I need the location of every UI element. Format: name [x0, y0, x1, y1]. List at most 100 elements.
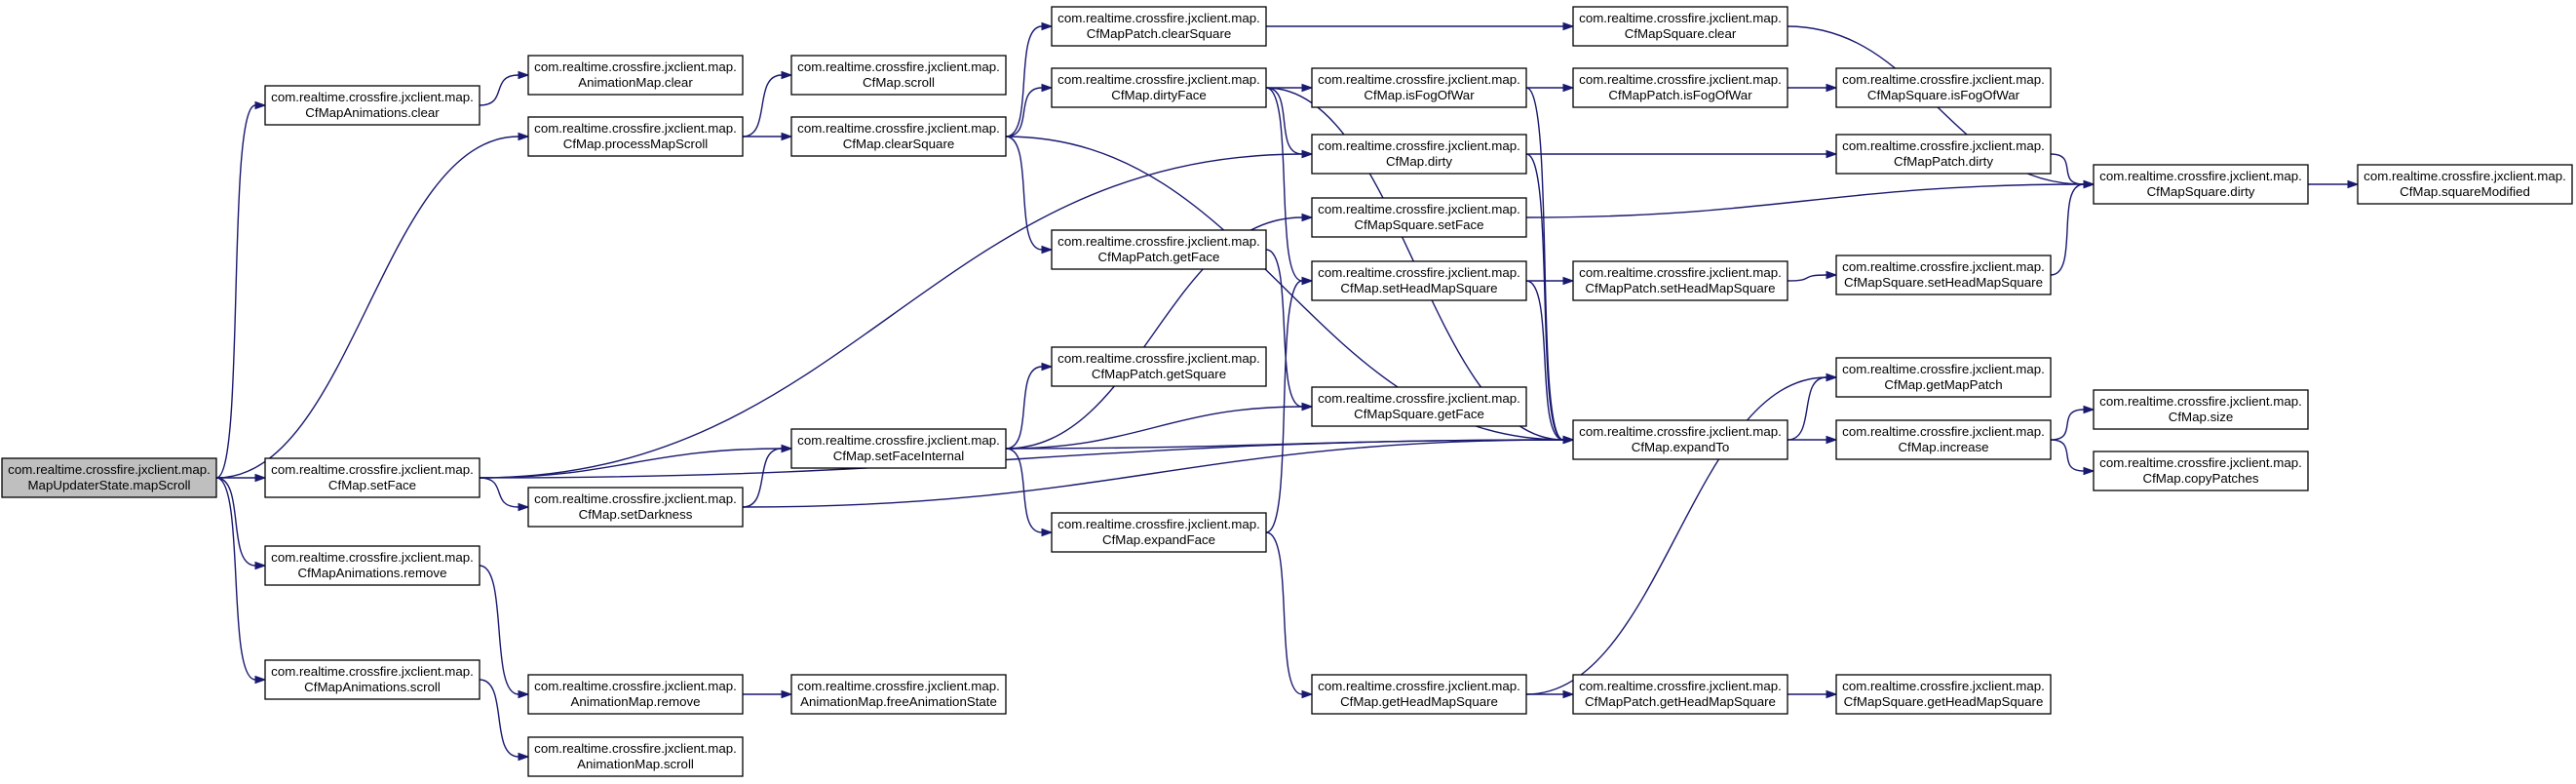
- node-increase[interactable]: com.realtime.crossfire.jxclient.map.CfMa…: [1835, 419, 2052, 460]
- edge-patch_isfog-to-sq_isfog: [1788, 83, 1838, 93]
- arrowhead-icon: [254, 561, 267, 570]
- node-patch_getsq[interactable]: com.realtime.crossfire.jxclient.map.CfMa…: [1051, 346, 1267, 387]
- node-patch_gethead[interactable]: com.realtime.crossfire.jxclient.map.CfMa…: [1572, 674, 1788, 715]
- node-box: [1311, 197, 1527, 238]
- node-clearsq[interactable]: com.realtime.crossfire.jxclient.map.CfMa…: [790, 116, 1007, 157]
- node-box: [527, 674, 744, 715]
- arrowhead-icon: [781, 444, 793, 453]
- node-anim_remove[interactable]: com.realtime.crossfire.jxclient.map.CfMa…: [264, 545, 481, 586]
- node-method-label: MapUpdaterState.mapScroll: [27, 478, 190, 492]
- edge-isfog-to-patch_isfog: [1526, 83, 1575, 93]
- node-animmap_remove[interactable]: com.realtime.crossfire.jxclient.map.Anim…: [527, 674, 744, 715]
- arrowhead-icon: [254, 100, 267, 110]
- node-patch_getface[interactable]: com.realtime.crossfire.jxclient.map.CfMa…: [1051, 229, 1267, 270]
- node-animmap_scroll[interactable]: com.realtime.crossfire.jxclient.map.Anim…: [527, 736, 744, 777]
- node-map_scroll[interactable]: com.realtime.crossfire.jxclient.map.CfMa…: [790, 55, 1007, 96]
- node-animmap_clear[interactable]: com.realtime.crossfire.jxclient.map.Anim…: [527, 55, 744, 96]
- arrowhead-icon: [1826, 689, 1838, 699]
- node-method-label: CfMapAnimations.clear: [305, 105, 440, 120]
- node-package-label: com.realtime.crossfire.jxclient.map.: [797, 679, 1000, 693]
- node-method-label: CfMap.dirty: [1386, 154, 1452, 169]
- node-expandto[interactable]: com.realtime.crossfire.jxclient.map.CfMa…: [1572, 419, 1788, 460]
- node-sq_getface[interactable]: com.realtime.crossfire.jxclient.map.CfMa…: [1311, 386, 1527, 427]
- node-process[interactable]: com.realtime.crossfire.jxclient.map.CfMa…: [527, 116, 744, 157]
- node-box: [790, 674, 1007, 715]
- node-box: [264, 545, 481, 586]
- node-gethead[interactable]: com.realtime.crossfire.jxclient.map.CfMa…: [1311, 674, 1527, 715]
- node-sq_sethead[interactable]: com.realtime.crossfire.jxclient.map.CfMa…: [1835, 255, 2052, 295]
- arrowhead-icon: [1301, 276, 1314, 286]
- node-getpatch[interactable]: com.realtime.crossfire.jxclient.map.CfMa…: [1835, 357, 2052, 398]
- node-package-label: com.realtime.crossfire.jxclient.map.: [534, 59, 737, 74]
- node-method-label: CfMapPatch.clearSquare: [1087, 26, 1232, 41]
- node-setdark[interactable]: com.realtime.crossfire.jxclient.map.CfMa…: [527, 487, 744, 528]
- node-package-label: com.realtime.crossfire.jxclient.map.: [1579, 265, 1782, 280]
- node-sethead[interactable]: com.realtime.crossfire.jxclient.map.CfMa…: [1311, 260, 1527, 301]
- arrowhead-icon: [1826, 435, 1838, 445]
- node-method-label: CfMapSquare.setFace: [1354, 217, 1483, 232]
- node-sq_isfog[interactable]: com.realtime.crossfire.jxclient.map.CfMa…: [1835, 67, 2052, 108]
- node-box: [790, 428, 1007, 469]
- node-sq_dirty[interactable]: com.realtime.crossfire.jxclient.map.CfMa…: [2093, 164, 2309, 205]
- arrowhead-icon: [781, 689, 793, 699]
- node-method-label: CfMap.dirtyFace: [1111, 88, 1207, 102]
- node-sq_gethead[interactable]: com.realtime.crossfire.jxclient.map.CfMa…: [1835, 674, 2052, 715]
- node-box: [790, 116, 1007, 157]
- node-method-label: CfMap.increase: [1898, 440, 1988, 454]
- node-sq_setface[interactable]: com.realtime.crossfire.jxclient.map.CfMa…: [1311, 197, 1527, 238]
- arrowhead-icon: [1301, 402, 1314, 412]
- node-isfog[interactable]: com.realtime.crossfire.jxclient.map.CfMa…: [1311, 67, 1527, 108]
- node-package-label: com.realtime.crossfire.jxclient.map.: [534, 491, 737, 506]
- node-box: [527, 116, 744, 157]
- node-box: [1311, 674, 1527, 715]
- node-box: [1051, 346, 1267, 387]
- edge-root-to-anim_remove: [215, 477, 267, 570]
- node-method-label: CfMap.getHeadMapSquare: [1340, 694, 1498, 709]
- node-package-label: com.realtime.crossfire.jxclient.map.: [1842, 72, 2045, 87]
- node-anim_scroll[interactable]: com.realtime.crossfire.jxclient.map.CfMa…: [264, 659, 481, 700]
- edge-root-to-process: [215, 132, 530, 479]
- edge-animmap_remove-to-freeanim: [743, 689, 793, 699]
- node-setface[interactable]: com.realtime.crossfire.jxclient.map.CfMa…: [264, 457, 481, 498]
- node-dirtyface[interactable]: com.realtime.crossfire.jxclient.map.CfMa…: [1051, 67, 1267, 108]
- node-patch_sethead[interactable]: com.realtime.crossfire.jxclient.map.CfMa…: [1572, 260, 1788, 301]
- node-method-label: CfMap.squareModified: [2400, 184, 2530, 199]
- node-box: [1572, 674, 1788, 715]
- arrowhead-icon: [1562, 83, 1575, 93]
- arrowhead-icon: [1301, 83, 1314, 93]
- node-root[interactable]: com.realtime.crossfire.jxclient.map.MapU…: [1, 457, 217, 498]
- node-method-label: CfMapPatch.getHeadMapSquare: [1585, 694, 1776, 709]
- node-method-label: CfMapPatch.getSquare: [1092, 367, 1226, 381]
- edge-clearsq-to-dirtyface: [1005, 83, 1054, 137]
- node-method-label: AnimationMap.remove: [570, 694, 700, 709]
- node-package-label: com.realtime.crossfire.jxclient.map.: [2099, 169, 2302, 183]
- node-expandface[interactable]: com.realtime.crossfire.jxclient.map.CfMa…: [1051, 512, 1267, 553]
- edge-root-to-setface: [216, 473, 267, 483]
- node-box: [1835, 419, 2052, 460]
- node-patch_clearsq[interactable]: com.realtime.crossfire.jxclient.map.CfMa…: [1051, 6, 1267, 47]
- node-copypatches[interactable]: com.realtime.crossfire.jxclient.map.CfMa…: [2093, 451, 2309, 491]
- node-sq_clear[interactable]: com.realtime.crossfire.jxclient.map.CfMa…: [1572, 6, 1788, 47]
- node-package-label: com.realtime.crossfire.jxclient.map.: [1057, 351, 1260, 366]
- node-method-label: CfMap.setDarkness: [579, 507, 693, 522]
- node-patch_isfog[interactable]: com.realtime.crossfire.jxclient.map.CfMa…: [1572, 67, 1788, 108]
- node-box: [1311, 386, 1527, 427]
- node-size[interactable]: com.realtime.crossfire.jxclient.map.CfMa…: [2093, 389, 2309, 430]
- node-box: [264, 85, 481, 126]
- node-box: [1835, 255, 2052, 295]
- node-package-label: com.realtime.crossfire.jxclient.map.: [1318, 265, 1520, 280]
- node-package-label: com.realtime.crossfire.jxclient.map.: [534, 741, 737, 756]
- node-package-label: com.realtime.crossfire.jxclient.map.: [1579, 72, 1782, 87]
- node-patch_dirty[interactable]: com.realtime.crossfire.jxclient.map.CfMa…: [1835, 134, 2052, 175]
- node-setfaceint[interactable]: com.realtime.crossfire.jxclient.map.CfMa…: [790, 428, 1007, 469]
- node-box: [1572, 6, 1788, 47]
- node-sqmod[interactable]: com.realtime.crossfire.jxclient.map.CfMa…: [2357, 164, 2573, 205]
- node-freeanim[interactable]: com.realtime.crossfire.jxclient.map.Anim…: [790, 674, 1007, 715]
- node-map_dirty[interactable]: com.realtime.crossfire.jxclient.map.CfMa…: [1311, 134, 1527, 175]
- edge-map_dirty-to-expandto: [1525, 153, 1575, 445]
- node-anim_clear[interactable]: com.realtime.crossfire.jxclient.map.CfMa…: [264, 85, 481, 126]
- node-package-label: com.realtime.crossfire.jxclient.map.: [2099, 394, 2302, 409]
- node-package-label: com.realtime.crossfire.jxclient.map.: [1842, 424, 2045, 439]
- edge-process-to-clearsq: [743, 132, 793, 141]
- node-method-label: CfMap.setFace: [328, 478, 416, 492]
